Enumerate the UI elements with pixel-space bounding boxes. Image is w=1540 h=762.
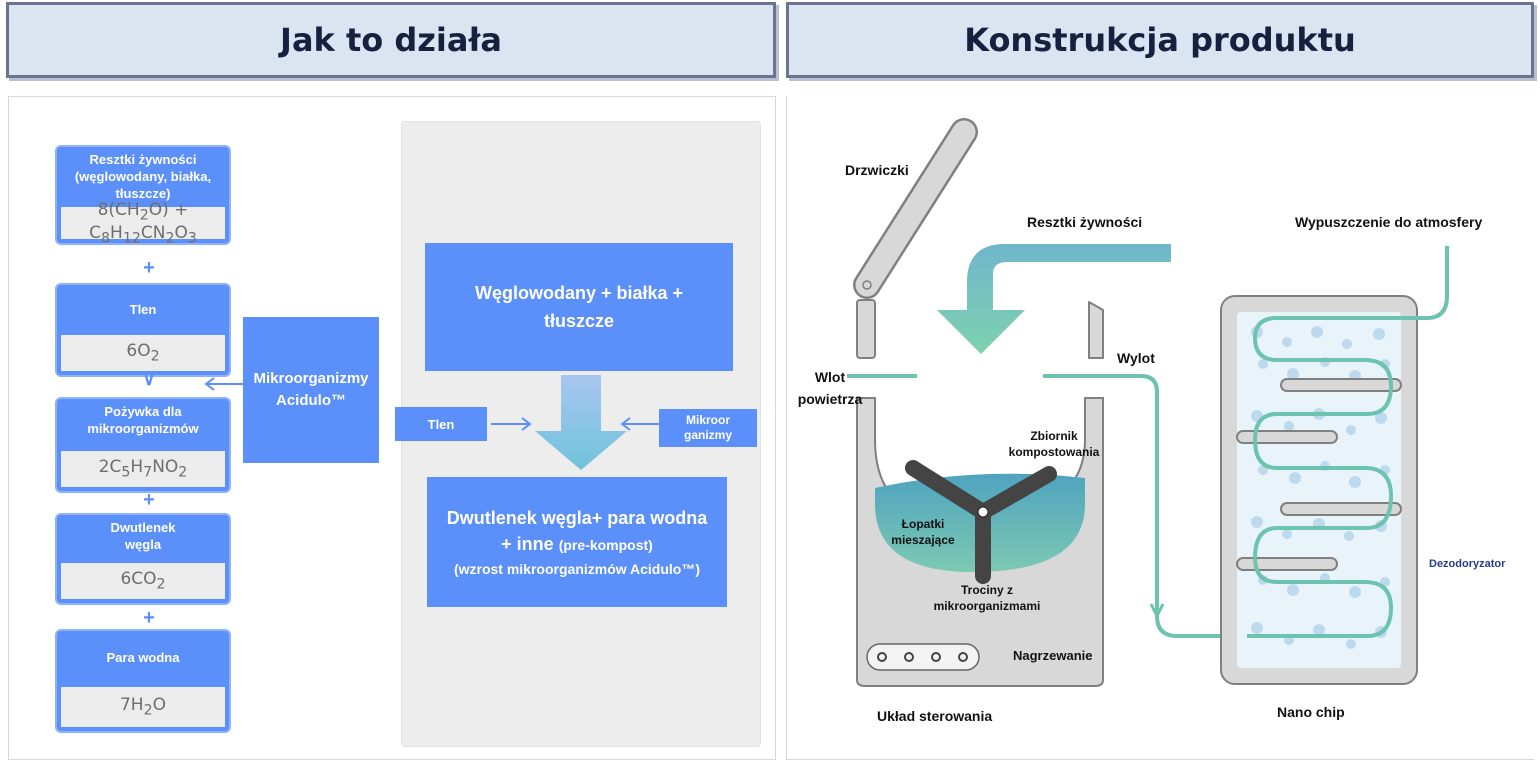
arrow-left-icon [620, 417, 661, 431]
outlet-label: Wylot [1117, 350, 1155, 366]
chevron-down-icon: ∨ [142, 369, 156, 389]
microorganisms-box: Mikroorganizmy Acidulo™ [243, 317, 379, 463]
step-formula: 6CO2 [61, 563, 225, 599]
step-label: Tlen [129, 302, 157, 317]
plus-icon: + [143, 257, 155, 279]
release-label: Wypuszczenie do atmosfery [1295, 214, 1483, 230]
step-water-vapor: Para wodna 7H2O [55, 629, 231, 733]
reaction-arrow-icon [535, 375, 627, 470]
food-input-arrow [937, 244, 1171, 354]
blades-label: Łopatki mieszające [891, 517, 955, 547]
right-header: Konstrukcja produktu [786, 2, 1534, 78]
outlet-line [1043, 374, 1247, 638]
nano-label: Nano chip [1277, 704, 1345, 720]
how-it-works-panel: Resztki żywności (węglowodany, białka, t… [8, 96, 776, 760]
step-formula: 2C5H7NO2 [61, 451, 225, 487]
step-label: Resztki żywności (węglowodany, białka, t… [74, 152, 212, 201]
plus-icon: + [143, 489, 155, 511]
heating-label: Nagrzewanie [1013, 648, 1093, 663]
composter-diagram [847, 118, 1449, 687]
left-header-title: Jak to działa [280, 21, 502, 59]
step-nutrient: Pożywka dla mikroorganizmów 2C5H7NO2 [55, 397, 231, 493]
step-label: Pożywka dla mikroorganizmów [87, 404, 199, 436]
step-formula: 8(CH2O) + C8H12CN2O3 [61, 200, 225, 246]
sawdust-label: Trociny z mikroorganizmami [933, 583, 1041, 613]
step-formula: 7H2O [61, 687, 225, 727]
control-label: Układ sterowania [877, 708, 993, 724]
right-header-title: Konstrukcja produktu [964, 21, 1356, 59]
product-design-panel: Drzwiczki Resztki żywności Wypuszczenie … [786, 96, 1534, 760]
oxygen-box: Tlen [395, 407, 487, 441]
arrow-right-icon [491, 417, 532, 431]
plus-icon: + [143, 607, 155, 629]
compost-container [856, 299, 1104, 687]
deodorizer-label: Dezodoryzator [1429, 558, 1506, 570]
step-co2: Dwutlenek węgla 6CO2 [55, 513, 231, 605]
deodorizer-unit [1220, 246, 1449, 685]
step-formula: 6O2 [61, 335, 225, 371]
step-oxygen: Tlen 6O2 [55, 283, 231, 377]
step-label: Dwutlenek węgla [110, 520, 176, 552]
tank-label: Zbiornik kompostowania [1008, 429, 1100, 459]
microbes-box: Mikroor ganizmy [659, 409, 757, 447]
door-label: Drzwiczki [845, 162, 909, 178]
arrow-left-icon [204, 377, 243, 391]
products-box: Dwutlenek węgla+ para wodna + inne (pre-… [427, 477, 727, 607]
step-food-waste: Resztki żywności (węglowodany, białka, t… [55, 145, 231, 246]
air-inlet-label: Wlot powietrza [797, 369, 863, 407]
left-header: Jak to działa [6, 2, 776, 78]
reactants-box: Węglowodany + białka + tłuszcze [425, 243, 733, 371]
door-lid [853, 118, 978, 299]
food-label: Resztki żywności [1027, 214, 1143, 230]
step-label: Para wodna [106, 650, 180, 665]
